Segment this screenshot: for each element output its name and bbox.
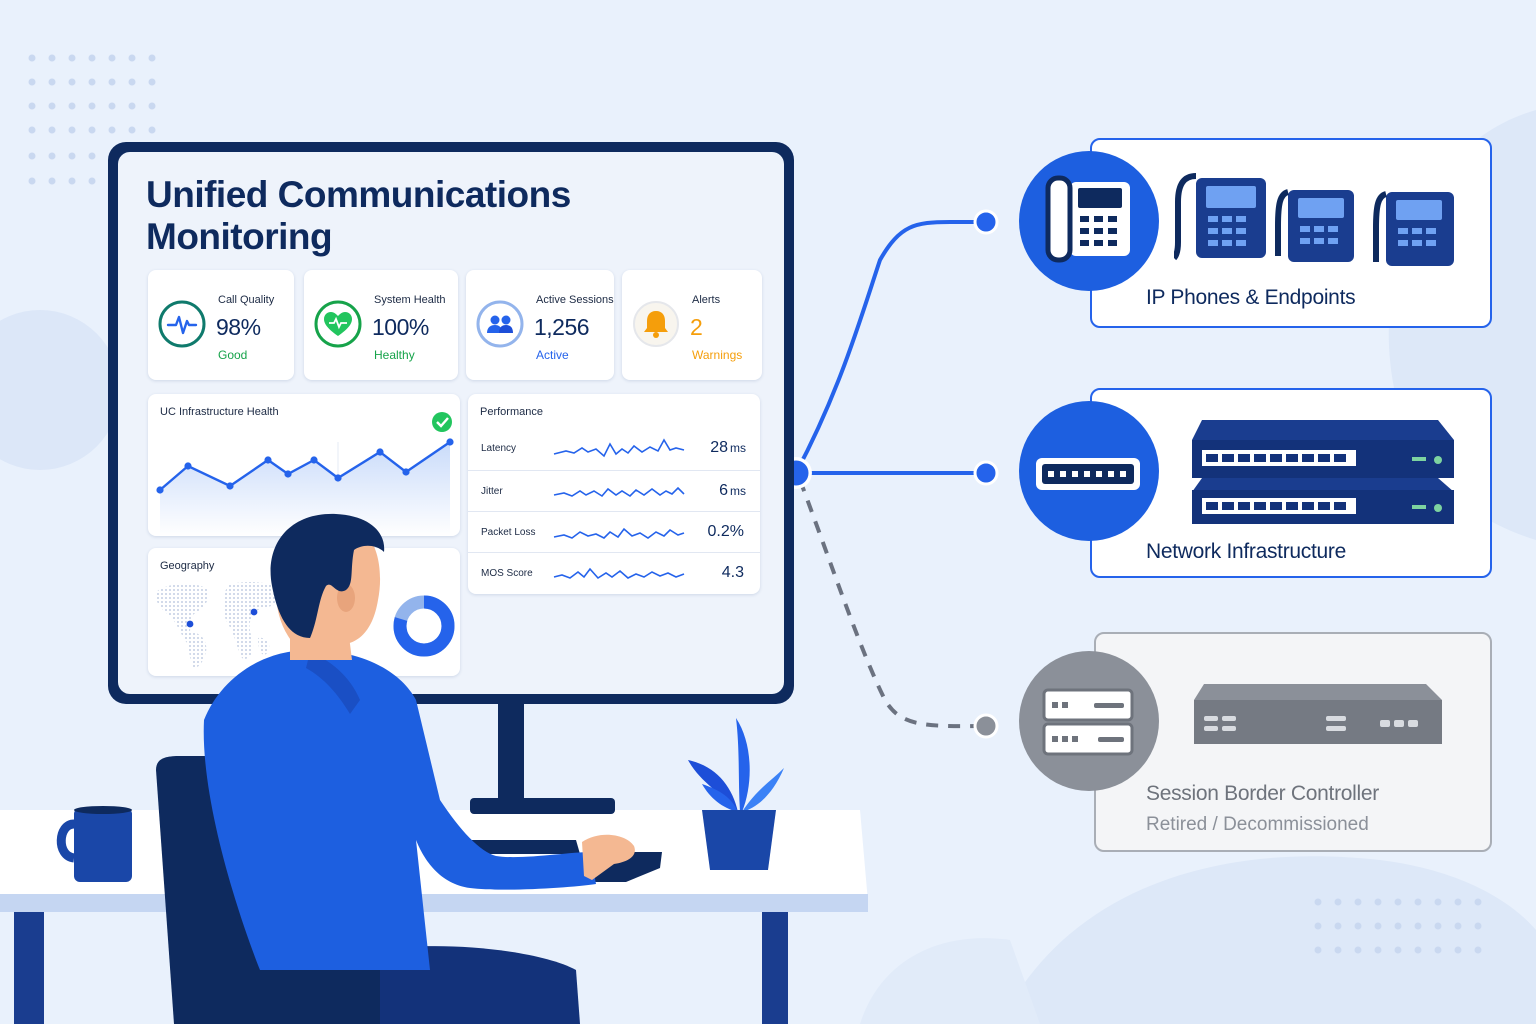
status-badge: Retired / Decommissioned	[1146, 814, 1369, 835]
panel-title: Geography	[160, 560, 215, 572]
kpi-status: Healthy	[374, 348, 415, 362]
panel-title: Network Infrastructure	[1146, 540, 1346, 563]
monitor-stand	[470, 698, 615, 814]
session-border-controller-panel[interactable]: Session Border Controller Retired / Deco…	[1094, 632, 1492, 852]
metric-value: 0.2%	[707, 523, 744, 540]
kpi-label: Alerts	[692, 294, 721, 306]
kpi-card-system-health[interactable]: System Health 100% Healthy	[304, 270, 458, 380]
dashboard-screen: Unified Communications Monitoring Call Q…	[118, 152, 784, 694]
network-switches-icon	[1192, 420, 1454, 524]
panel-title: IP Phones & Endpoints	[1146, 286, 1356, 309]
kpi-label: System Health	[374, 294, 446, 306]
kpi-card-active-sessions[interactable]: Active Sessions 1,256 Active	[466, 270, 614, 380]
kpi-status: Active	[536, 348, 569, 362]
perf-row-packet-loss[interactable]: Packet Loss 0.2%	[468, 511, 760, 553]
plant-icon	[688, 718, 784, 870]
bell-icon	[633, 301, 679, 347]
panel-title: UC Infrastructure Health	[160, 406, 279, 418]
metric-value: 4.3	[721, 564, 744, 581]
panel-title: Performance	[480, 406, 543, 418]
sparkline	[553, 567, 685, 580]
metric-label: Jitter	[481, 486, 503, 497]
person-at-desk	[156, 513, 662, 1024]
check-icon	[432, 412, 452, 432]
network-switch-icon	[1019, 401, 1159, 541]
donut-chart	[393, 595, 455, 657]
desk-phones-icon	[1174, 173, 1454, 266]
world-map-icon	[155, 582, 287, 668]
infra-health-line-chart	[156, 412, 454, 536]
sbc-appliance-icon	[1194, 684, 1442, 744]
kpi-label: Call Quality	[218, 294, 275, 306]
perf-row-mos-score[interactable]: MOS Score 4.3	[468, 552, 760, 594]
metric-label: MOS Score	[481, 568, 533, 579]
panel-title: Session Border Controller	[1146, 782, 1379, 805]
metric-label: Packet Loss	[481, 527, 536, 538]
kpi-label: Active Sessions	[536, 294, 614, 306]
kpi-value: 1,256	[534, 314, 590, 340]
page-title: Unified Communications Monitoring	[146, 174, 571, 257]
kpi-status: Good	[218, 348, 248, 362]
kpi-value: 98%	[216, 314, 261, 340]
kpi-value: 100%	[372, 314, 429, 340]
sparkline	[553, 438, 685, 458]
heart-icon	[314, 300, 362, 348]
kpi-value: 2	[690, 314, 703, 340]
pulse-icon	[158, 300, 206, 348]
metric-label: Latency	[481, 443, 517, 454]
phone-icon	[1019, 151, 1159, 291]
kpi-status: Warnings	[692, 348, 743, 362]
mug-icon	[56, 806, 132, 882]
infra-health-panel[interactable]: UC Infrastructure Health	[148, 394, 460, 536]
server-icon	[1019, 651, 1159, 791]
sparkline	[553, 486, 685, 498]
sparkline	[553, 527, 685, 539]
users-icon	[476, 300, 524, 348]
kpi-card-call-quality[interactable]: Call Quality 98% Good	[148, 270, 294, 380]
kpi-card-alerts[interactable]: Alerts 2 Warnings	[622, 270, 762, 380]
